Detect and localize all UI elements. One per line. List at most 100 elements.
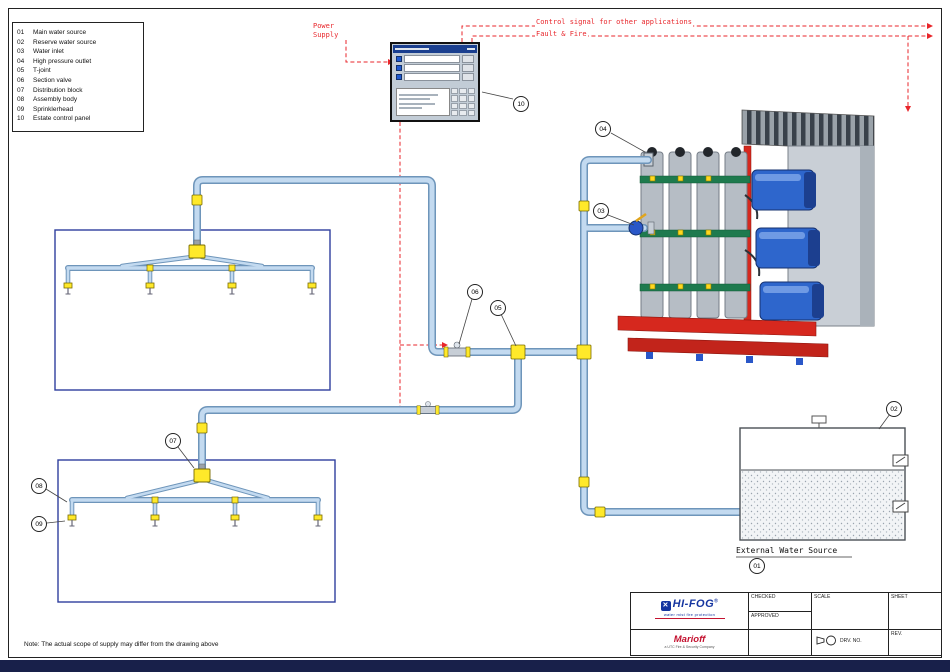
power-supply-label: Power Supply bbox=[312, 22, 340, 40]
legend-row: 01 Main water source bbox=[17, 28, 139, 38]
control-signal-line bbox=[461, 25, 933, 42]
legend-row: 04 High pressure outlet bbox=[17, 57, 139, 67]
sprinkler-network-2-boundary bbox=[57, 459, 336, 603]
legend-item-label: High pressure outlet bbox=[33, 57, 92, 65]
revision-cell: REV. bbox=[888, 629, 941, 655]
status-led bbox=[396, 55, 402, 62]
panel-titlebar bbox=[393, 45, 477, 53]
callout-07: 07 bbox=[165, 433, 181, 449]
marioff-subtext: a UTC Fire & Security Company bbox=[664, 645, 715, 649]
hifog-tagline: water mist fire protection bbox=[654, 612, 725, 619]
pump-cylinder-bank bbox=[639, 147, 761, 319]
legend-item-number: 08 bbox=[17, 96, 25, 104]
legend-row: 03 Water inlet bbox=[17, 47, 139, 57]
t-joint bbox=[510, 344, 526, 360]
callout-05: 05 bbox=[490, 300, 506, 316]
drawing-border bbox=[8, 8, 942, 658]
legend-item-number: 07 bbox=[17, 86, 25, 94]
legend-row: 05 T-joint bbox=[17, 66, 139, 76]
fault-fire-label: Fault & Fire bbox=[535, 30, 588, 39]
note-text: Note: The actual scope of supply may dif… bbox=[24, 641, 219, 648]
legend-item-number: 05 bbox=[17, 67, 25, 75]
hifog-logo-icon: ✕ bbox=[660, 601, 671, 611]
legend-item-label: Reserve water source bbox=[33, 38, 97, 46]
pipe-fittings bbox=[146, 194, 655, 518]
hifog-logo-cell: ✕HI-FOG® water mist fire protection bbox=[631, 593, 748, 629]
legend-row: 07 Distribution block bbox=[17, 86, 139, 96]
marioff-logo: Marioff bbox=[673, 634, 706, 645]
legend-item-number: 02 bbox=[17, 38, 25, 46]
callout-08: 08 bbox=[31, 478, 47, 494]
fault-fire-line bbox=[471, 35, 933, 42]
legend-item-label: Assembly body bbox=[33, 96, 78, 104]
callout-leader-lines bbox=[45, 91, 891, 524]
callout-04: 04 bbox=[595, 121, 611, 137]
legend-item-label: T-joint bbox=[33, 67, 51, 75]
status-led bbox=[396, 64, 402, 71]
panel-keypad bbox=[451, 88, 475, 116]
scale-cell: SCALE bbox=[811, 593, 888, 629]
tank-water bbox=[741, 470, 904, 539]
status-led bbox=[396, 73, 402, 80]
legend-item-label: Main water source bbox=[33, 29, 87, 36]
status-field bbox=[404, 72, 460, 81]
control-signal-label: Control signal for other applications bbox=[535, 18, 693, 27]
external-water-source-label: External Water Source bbox=[736, 546, 838, 555]
legend-item-label: Estate control panel bbox=[33, 115, 91, 123]
t-joint bbox=[576, 344, 592, 360]
legend-item-number: 09 bbox=[17, 105, 25, 113]
power-supply-line bbox=[345, 40, 388, 63]
callout-02: 02 bbox=[886, 401, 902, 417]
legend-item-number: 01 bbox=[17, 29, 25, 36]
hifog-logo: ✕HI-FOG® bbox=[631, 598, 748, 611]
fire-control-panel bbox=[390, 42, 480, 122]
callout-10: 10 bbox=[513, 96, 529, 112]
drawing-number-cell: DRV. NO. bbox=[811, 629, 888, 655]
legend-item-label: Distribution block bbox=[33, 86, 83, 94]
callout-06: 06 bbox=[467, 284, 483, 300]
pump-unit bbox=[617, 109, 875, 365]
legend-row: 10 Estate control panel bbox=[17, 114, 139, 124]
water-tank bbox=[736, 415, 909, 558]
sprinkler-network-1-boundary bbox=[54, 229, 331, 391]
panel-button bbox=[462, 63, 474, 72]
panel-title-text bbox=[395, 48, 429, 50]
callout-09: 09 bbox=[31, 516, 47, 532]
panel-status-row bbox=[396, 54, 474, 63]
legend-row: 02 Reserve water source bbox=[17, 38, 139, 48]
legend-box: 01 Main water source 02 Reserve water sour… bbox=[12, 22, 144, 132]
legend-item-label: Section valve bbox=[33, 76, 72, 84]
water-inlet-valve bbox=[628, 212, 655, 236]
panel-button bbox=[462, 54, 474, 63]
marioff-logo-cell: Marioff a UTC Fire & Security Company bbox=[631, 629, 748, 655]
pump-feet bbox=[646, 352, 803, 365]
panel-status-row bbox=[396, 63, 474, 72]
callout-01: 01 bbox=[749, 558, 765, 574]
approved-cell: APPROVED bbox=[748, 611, 811, 629]
legend-item-label: Sprinklerhead bbox=[33, 105, 74, 113]
panel-button bbox=[462, 72, 474, 81]
hifog-name: HI-FOG bbox=[672, 598, 715, 610]
projection-symbol-icon bbox=[816, 635, 836, 646]
status-field bbox=[404, 63, 460, 72]
legend-item-number: 06 bbox=[17, 76, 25, 84]
callout-03: 03 bbox=[593, 203, 609, 219]
distribution-block bbox=[188, 239, 206, 259]
panel-display bbox=[396, 88, 450, 116]
legend-item-number: 04 bbox=[17, 57, 25, 65]
checked-cell: CHECKED bbox=[748, 593, 811, 611]
legend-item-label: Water inlet bbox=[33, 48, 64, 56]
title-block: ✕HI-FOG® water mist fire protection CHEC… bbox=[630, 592, 942, 656]
empty-cell bbox=[748, 629, 811, 655]
bottom-band bbox=[0, 660, 950, 672]
sheet-cell: SHEET bbox=[888, 593, 941, 629]
registered-mark: ® bbox=[714, 598, 719, 605]
legend-row: 09 Sprinklerhead bbox=[17, 105, 139, 115]
status-field bbox=[404, 54, 460, 63]
distribution-block bbox=[193, 463, 211, 483]
legend-item-number: 03 bbox=[17, 48, 25, 56]
legend-row: 08 Assembly body bbox=[17, 95, 139, 105]
legend-item-number: 10 bbox=[17, 115, 25, 123]
pump-motors bbox=[751, 169, 824, 321]
